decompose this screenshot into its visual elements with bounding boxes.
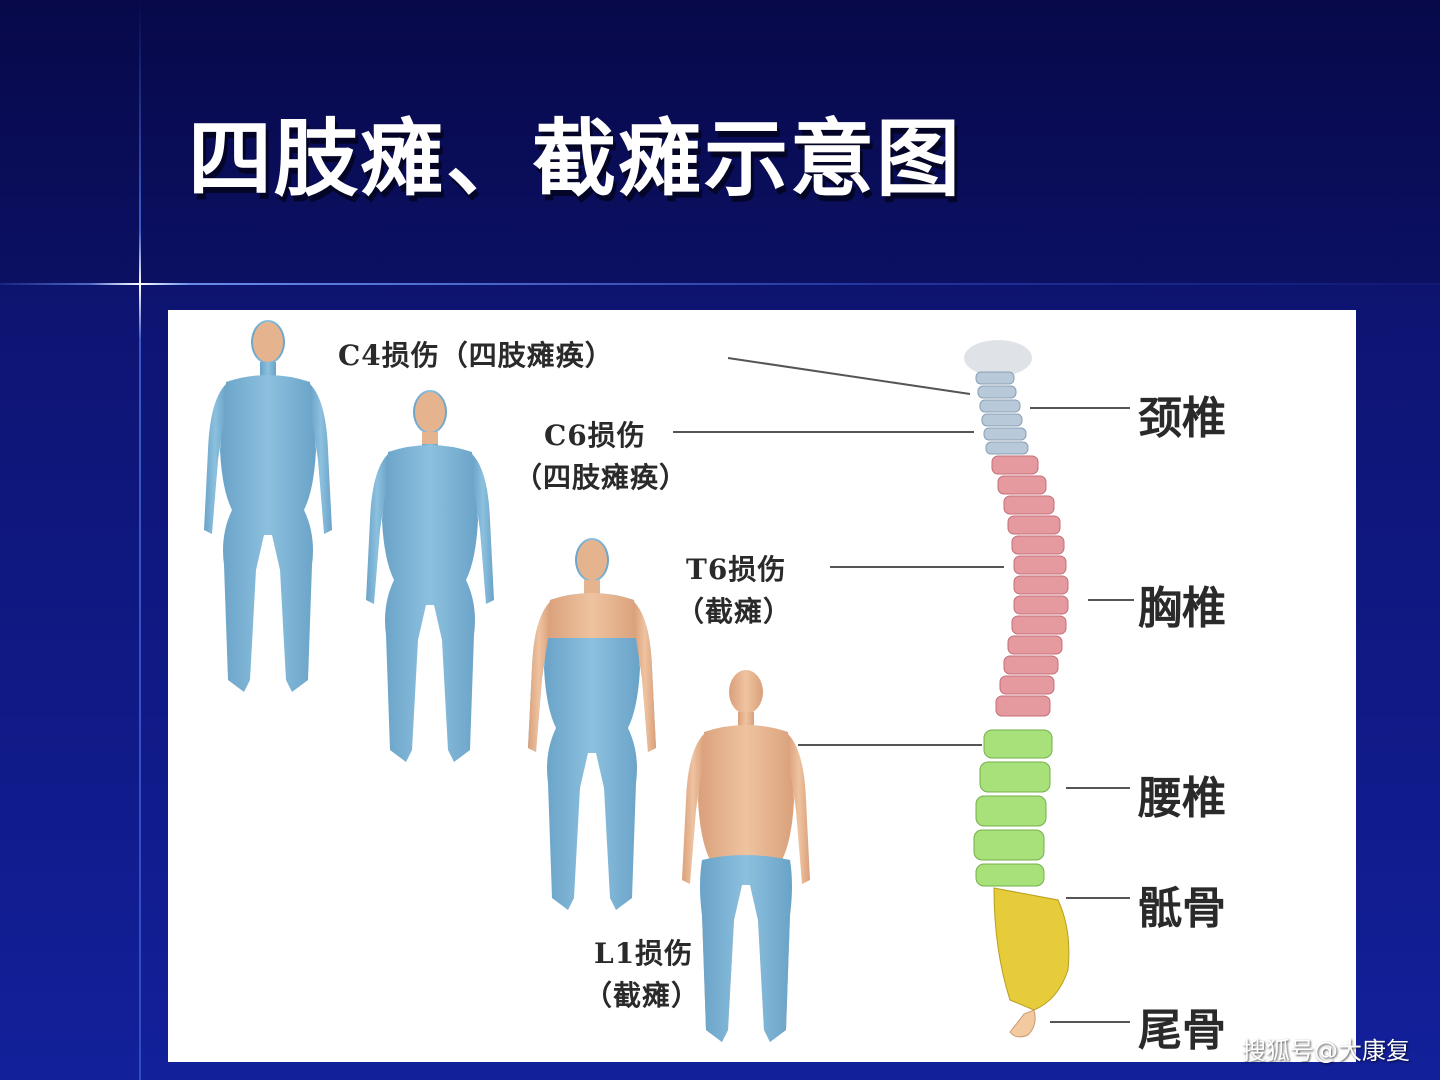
leader-lines bbox=[673, 357, 1134, 1023]
label-c4: C4损伤（四肢瘫痪） bbox=[338, 339, 614, 372]
spine-sacrum bbox=[993, 887, 1070, 1011]
decor-vertical-line bbox=[139, 0, 141, 1080]
label-thoracic: 胸椎 bbox=[1138, 583, 1226, 634]
label-t6: T6损伤 bbox=[686, 553, 787, 586]
label-lumbar: 腰椎 bbox=[1138, 773, 1226, 824]
diagram-panel: C4损伤（四肢瘫痪） C6损伤 （四肢瘫痪） T6损伤 （截瘫） L1损伤 （截… bbox=[168, 310, 1356, 1062]
watermark: 搜狐号@大康复 bbox=[1242, 1037, 1410, 1065]
spine-thoracic bbox=[991, 455, 1069, 717]
diagram-svg bbox=[204, 320, 1134, 1042]
label-l1-sub: （截瘫） bbox=[584, 979, 701, 1012]
figure-c4 bbox=[204, 320, 332, 692]
title-band bbox=[0, 0, 1440, 285]
decor-sparkle-v bbox=[139, 230, 141, 340]
figure-c6 bbox=[366, 390, 494, 762]
decor-horizontal-line bbox=[0, 283, 1440, 285]
spine-coccyx bbox=[1009, 1009, 1036, 1038]
label-l1: L1损伤 bbox=[594, 937, 694, 970]
spine bbox=[964, 340, 1070, 1038]
label-coccyx: 尾骨 bbox=[1138, 1005, 1226, 1056]
label-c6: C6损伤 bbox=[544, 419, 646, 452]
label-sacrum: 骶骨 bbox=[1138, 883, 1226, 934]
spine-lumbar bbox=[973, 729, 1053, 887]
label-cervical: 颈椎 bbox=[1138, 393, 1226, 444]
figure-l1 bbox=[682, 670, 810, 1042]
label-c6-sub: （四肢瘫痪） bbox=[514, 461, 689, 494]
label-t6-sub: （截瘫） bbox=[676, 595, 793, 628]
slide-title: 四肢瘫、截瘫示意图 bbox=[188, 110, 963, 208]
figure-t6 bbox=[528, 538, 656, 910]
spine-cervical bbox=[964, 340, 1032, 455]
